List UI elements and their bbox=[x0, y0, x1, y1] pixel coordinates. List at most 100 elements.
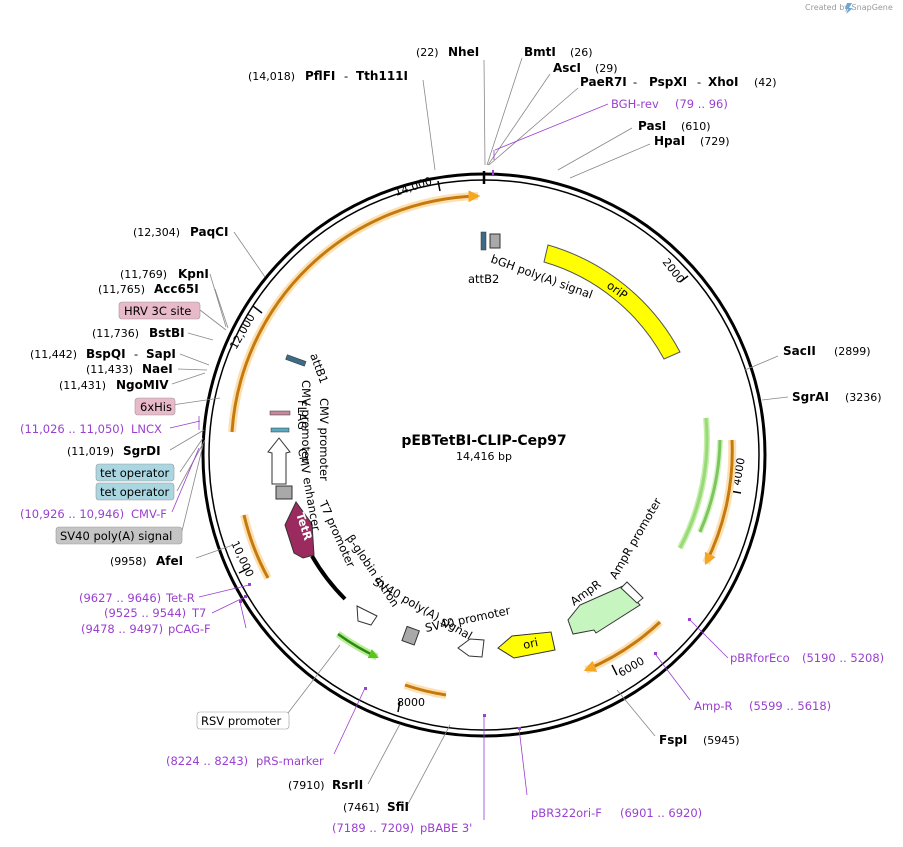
green-arcs bbox=[335, 417, 723, 661]
attb1-marker bbox=[285, 354, 307, 367]
box-6xhis: 6xHis bbox=[140, 400, 172, 414]
enzyme-pos-sfii: (7461) bbox=[343, 801, 380, 814]
orf-arc-right bbox=[704, 439, 734, 566]
enzyme-bstbi: BstBI bbox=[149, 326, 185, 340]
enzyme-bmti: BmtI bbox=[524, 45, 556, 59]
primer-pbrforeco: pBRforEco bbox=[730, 651, 790, 665]
enzyme-labels: (22) NheI BmtI (26) AscI (29) PaeR7I - P… bbox=[30, 45, 882, 814]
enzyme-paer7i: PaeR7I bbox=[580, 75, 627, 89]
enzyme-afei: AfeI bbox=[156, 554, 183, 568]
enzyme-pos-pasi: (610) bbox=[681, 120, 711, 133]
enzyme-nhei: NheI bbox=[448, 45, 479, 59]
bglobin-arrow-feature bbox=[356, 605, 378, 626]
primer-bgh-rev-range: (79 .. 96) bbox=[675, 97, 728, 111]
primer-site-marks bbox=[239, 170, 691, 730]
enzyme-pos-fspi: (5945) bbox=[703, 734, 740, 747]
box-tet-operator-1: tet operator bbox=[100, 466, 169, 480]
enzyme-pasi: PasI bbox=[638, 119, 666, 133]
tick-label-14000: 14,000 bbox=[393, 175, 434, 199]
enzyme-pos-ngomiv: (11,431) bbox=[59, 379, 106, 392]
green-arc-3 bbox=[337, 632, 379, 659]
bglobin-intron-feature bbox=[310, 555, 347, 601]
enzyme-pos-bspqi: (11,442) bbox=[30, 348, 77, 361]
primer-prs-marker: pRS-marker bbox=[256, 754, 324, 768]
oriP-feature bbox=[543, 244, 681, 360]
enzyme-pos-paqci: (12,304) bbox=[133, 226, 180, 239]
cmv-promoter-label: CMV promoter bbox=[317, 398, 331, 481]
enzyme-pos-bstbi: (11,736) bbox=[92, 327, 139, 340]
primer-pbrforeco-range: (5190 .. 5208) bbox=[802, 651, 884, 665]
bglobin-label: β-globin intron bbox=[344, 532, 403, 610]
ampr-promoter-label: AmpR promoter bbox=[606, 495, 664, 581]
flag-label: FLAG bbox=[295, 400, 309, 430]
bgh-polya-feature bbox=[489, 233, 501, 249]
enzyme-rsrii: RsrII bbox=[332, 778, 363, 792]
primer-labels: BGH-rev (79 .. 96) pBRforEco (5190 .. 52… bbox=[20, 97, 884, 835]
box-hrv-3c-site: HRV 3C site bbox=[124, 304, 191, 318]
enzyme-pos-pflfi: (14,018) bbox=[248, 70, 295, 83]
enzyme-pspxi: PspXI bbox=[649, 75, 687, 89]
ori-feature bbox=[497, 631, 556, 659]
enzyme-pos-rsrii: (7910) bbox=[288, 779, 325, 792]
cmv-enhancer-feature bbox=[275, 485, 293, 500]
enzyme-pos-kpni: (11,769) bbox=[120, 268, 167, 281]
enzyme-paqci: PaqCI bbox=[190, 225, 228, 239]
orf-arc-large bbox=[230, 190, 481, 433]
enzyme-sgrai: SgrAI bbox=[792, 390, 829, 404]
sv40-polya-feature bbox=[401, 625, 420, 646]
box-tet-operator-2: tet operator bbox=[100, 485, 169, 499]
leader-lines bbox=[169, 57, 789, 805]
enzyme-pos-afei: (9958) bbox=[110, 555, 147, 568]
enzyme-kpni: KpnI bbox=[178, 267, 209, 281]
enzyme-pos-sacii: (2899) bbox=[834, 345, 871, 358]
enzyme-tth111i: Tth111I bbox=[356, 69, 408, 83]
primer-pcag-f: pCAG-F bbox=[168, 622, 211, 636]
primer-pcag-f-range: (9478 .. 9497) bbox=[81, 622, 163, 636]
enzyme-pos-xhoi: (42) bbox=[754, 76, 777, 89]
svg-text:-: - bbox=[633, 75, 637, 89]
orf-arc-lower-right bbox=[583, 620, 662, 672]
enzyme-pos-acc65i: (11,765) bbox=[98, 283, 145, 296]
flag-marker bbox=[269, 410, 291, 416]
sv40-promoter-feature bbox=[457, 638, 485, 658]
orf-arcs bbox=[228, 190, 737, 699]
primer-pbr322ori-f-range: (6901 .. 6920) bbox=[620, 806, 702, 820]
tick-marks bbox=[238, 180, 742, 713]
primer-t7: T7 bbox=[191, 606, 206, 620]
enzyme-pos-sgrdi: (11,019) bbox=[67, 445, 114, 458]
ampr-feature bbox=[567, 585, 641, 635]
primer-lncx: LNCX bbox=[131, 422, 162, 436]
enzyme-bspqi: BspQI bbox=[86, 347, 126, 361]
primer-amp-r: Amp-R bbox=[694, 699, 733, 713]
enzyme-sacii: SacII bbox=[783, 344, 816, 358]
tick-label-6000: 6000 bbox=[616, 654, 647, 679]
enzyme-pflfi: PflFI bbox=[305, 69, 335, 83]
enzyme-asci: AscI bbox=[553, 61, 581, 75]
svg-text:-: - bbox=[344, 69, 348, 83]
attb2-label: attB2 bbox=[468, 272, 499, 286]
primer-t7-range: (9525 .. 9544) bbox=[104, 606, 186, 620]
enzyme-pos-sgrai: (3236) bbox=[845, 391, 882, 404]
enzyme-pos-naei: (11,433) bbox=[86, 363, 133, 376]
plasmid-length: 14,416 bp bbox=[456, 450, 512, 463]
box-sv40-polya: SV40 poly(A) signal bbox=[60, 529, 172, 543]
primer-amp-r-range: (5599 .. 5618) bbox=[749, 699, 831, 713]
orf-arc-bottom bbox=[404, 683, 447, 697]
tet-operator-marker bbox=[270, 427, 290, 433]
boxed-feature-labels: HRV 3C site 6xHis tet operator tet opera… bbox=[55, 301, 290, 730]
primer-lncx-range: (11,026 .. 11,050) bbox=[20, 422, 124, 436]
enzyme-sfii: SfiI bbox=[387, 800, 409, 814]
primer-leader-lines bbox=[169, 103, 729, 820]
primer-pbabe3-range: (7189 .. 7209) bbox=[332, 821, 414, 835]
cmv-promoter-label-2: CMV promoter bbox=[299, 380, 313, 463]
primer-bgh-rev: BGH-rev bbox=[611, 97, 659, 111]
enzyme-hpai: HpaI bbox=[654, 134, 685, 148]
enzyme-pos-bmti: (26) bbox=[570, 46, 593, 59]
snapgene-logo-icon bbox=[845, 3, 853, 14]
primer-pbabe3: pBABE 3' bbox=[420, 821, 472, 835]
primer-tet-r-range: (9627 .. 9646) bbox=[79, 591, 161, 605]
primer-cmv-f: CMV-F bbox=[131, 507, 167, 521]
attb2-marker bbox=[480, 231, 487, 251]
ampr-promoter-feature bbox=[620, 581, 644, 604]
